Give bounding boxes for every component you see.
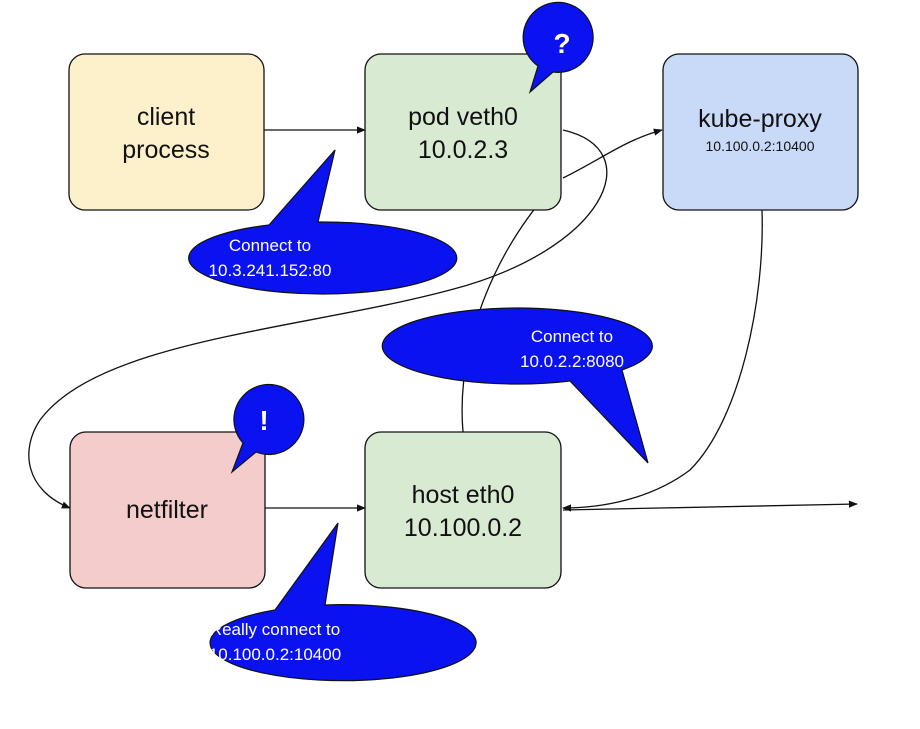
callout-client-connect: Connect to 10.3.241.152:80 [188,149,458,295]
kube-proxy-address: 10.100.0.2:10400 [706,138,815,154]
callout-client-connect-line2: 10.3.241.152:80 [209,261,332,280]
arrow-pod-to-netfilter [28,129,608,509]
callout-netfilter-connect-shape [209,522,477,682]
pod-veth0-box [364,53,562,211]
client-process-box [68,53,265,211]
kube-proxy-label: kube-proxy [698,105,822,133]
callout-proxy-connect-line1: Connect to [531,327,613,346]
exclamation-icon [230,383,305,474]
exclamation-bubble: ! [230,383,305,474]
arrow-kube-proxy-to-host [562,209,763,512]
client-process-label-line1: client [137,103,195,131]
client-process-node: client process [68,53,265,211]
client-process-label-line2: process [122,136,210,164]
netfilter-node: netfilter [69,431,266,589]
arrow-pod-to-kube-proxy [562,128,663,179]
question-mark-bubble: ? [522,1,594,94]
netfilter-box [69,431,266,589]
host-eth0-label: host eth0 [412,481,515,509]
pod-veth0-node: pod veth0 10.0.2.3 [364,53,562,211]
callout-netfilter-connect-line2: 10.100.0.2:10400 [209,645,341,664]
callout-proxy-connect-shape [381,307,653,464]
question-mark-glyph: ? [553,28,570,59]
callout-netfilter-connect: Really connect to 10.100.0.2:10400 [209,522,477,682]
kube-proxy-box [662,53,859,211]
callout-proxy-connect-line2: 10.0.2.2:8080 [520,352,624,371]
pod-veth0-label: pod veth0 [408,103,518,131]
netfilter-label: netfilter [126,496,208,524]
callout-client-connect-shape [188,149,458,295]
callout-proxy-connect: Connect to 10.0.2.2:8080 [381,307,653,464]
host-eth0-ip: 10.100.0.2 [404,514,522,542]
kube-proxy-node: kube-proxy 10.100.0.2:10400 [662,53,859,211]
line-host-to-pod [461,179,561,433]
question-mark-icon [522,1,594,94]
pod-veth0-ip: 10.0.2.3 [418,136,508,164]
host-eth0-node: host eth0 10.100.0.2 [364,431,562,589]
callout-client-connect-line1: Connect to [229,236,311,255]
exclamation-glyph: ! [259,405,268,436]
arrow-host-outbound [562,500,858,511]
callout-netfilter-connect-line1: Really connect to [210,620,340,639]
host-eth0-box [364,431,562,589]
